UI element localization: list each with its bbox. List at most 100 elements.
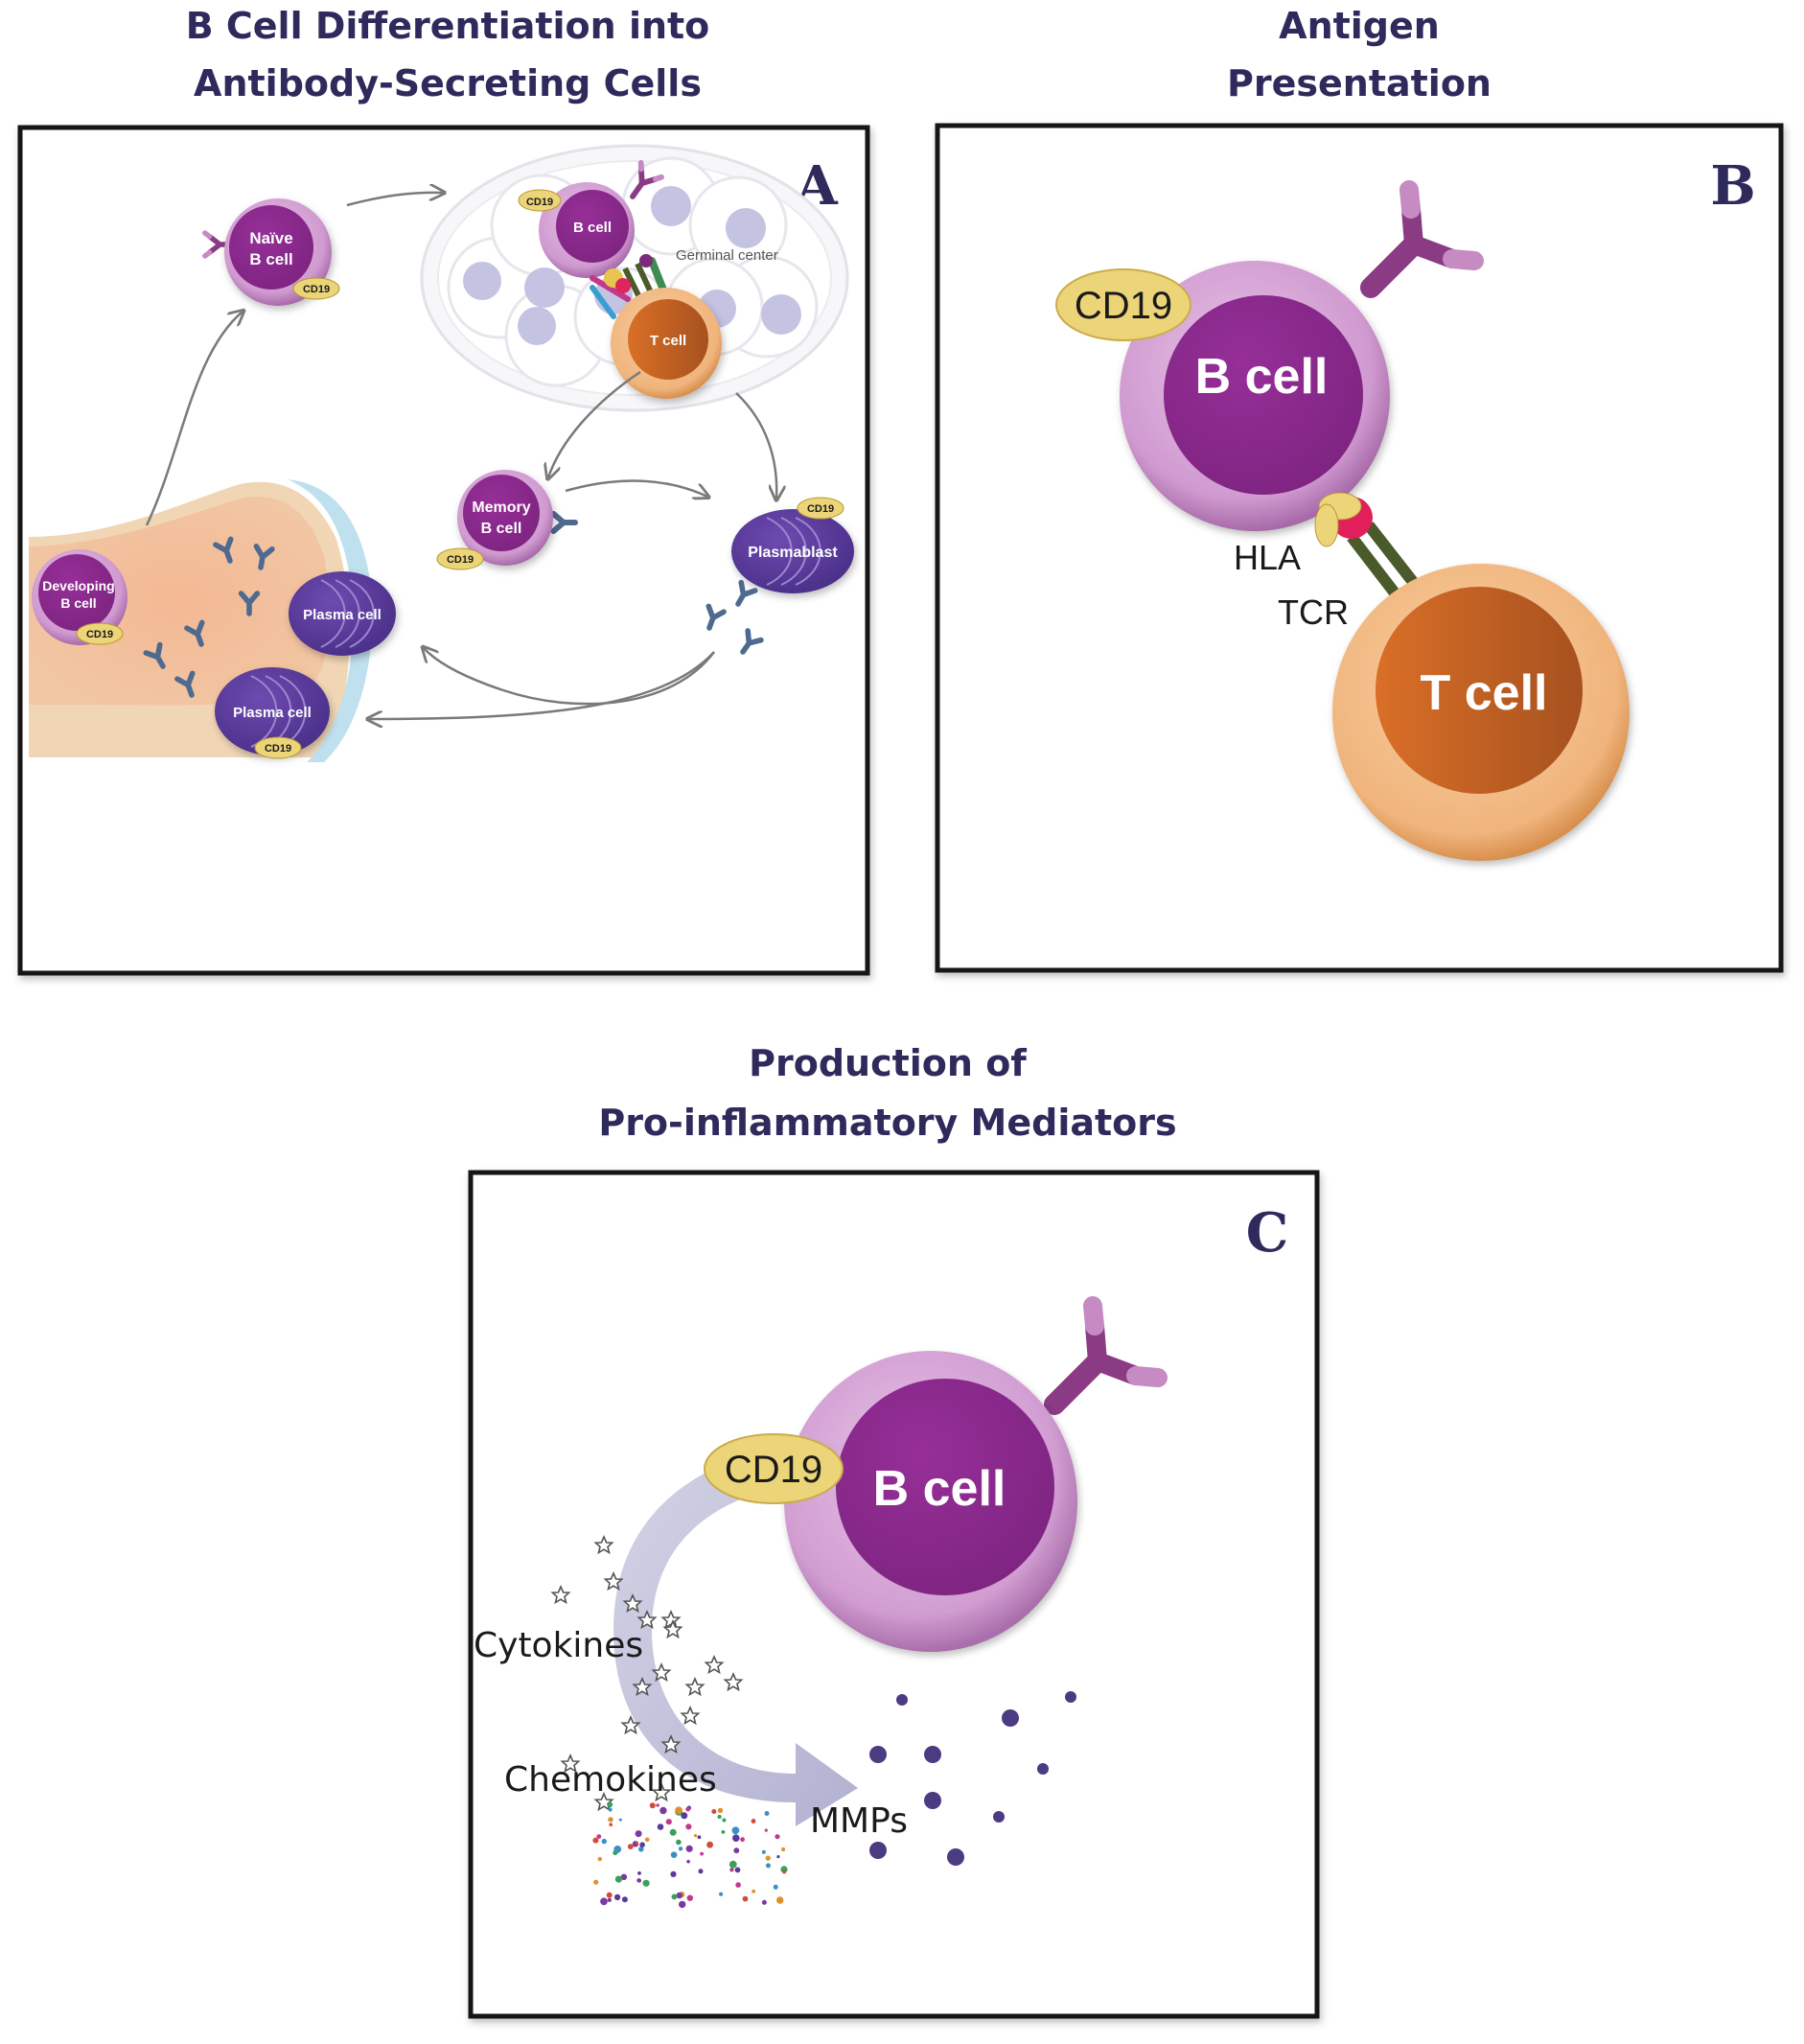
arrow-germinal-to-plasmablast: [735, 392, 776, 499]
panel-b-title-line-1: Antigen: [1279, 5, 1440, 47]
panel-c-b-cell: B cell CD19: [704, 1296, 1168, 1652]
chemokine-particle: [676, 1892, 683, 1899]
chemokine-particle: [719, 1892, 724, 1896]
developing-b-cell-label-line-1: Developing: [42, 578, 114, 593]
chemokine-particle: [732, 1834, 740, 1842]
arrow-developing-to-naive: [145, 312, 243, 526]
mmp-dot: [1037, 1763, 1049, 1775]
chemokine-particle: [620, 1873, 628, 1881]
arrow-plasmablast-to-plasma-cell-2: [369, 651, 715, 719]
chemokine-particle: [607, 1801, 613, 1808]
panel-a-title-line-2: Antibody-Secreting Cells: [194, 62, 702, 105]
chemokine-particle: [766, 1863, 771, 1869]
memory-b-cell-label-line-2: B cell: [481, 521, 522, 537]
differentiation-arrows: [145, 193, 776, 719]
chemokine-particle: [764, 1828, 768, 1832]
panel-c-b-cell-label: B cell: [873, 1461, 1006, 1517]
panel-c-cd19-label: CD19: [725, 1449, 822, 1491]
plasma-cell-2-label: Plasma cell: [233, 705, 312, 721]
mmp-dot: [924, 1746, 941, 1763]
chemokine-particle: [740, 1837, 745, 1843]
panel-b-t-cell: T cell: [1332, 564, 1630, 861]
chemokine-particle: [665, 1819, 672, 1825]
chemokine-particle: [711, 1809, 717, 1814]
mmps-label: MMPs: [810, 1801, 908, 1841]
chemokine-particle: [670, 1870, 677, 1877]
b-cell-antibody-icon: [1044, 1296, 1168, 1415]
mmp-dot: [993, 1811, 1005, 1823]
chemokine-particle: [776, 1855, 780, 1859]
b-cell-antibody-icon: [1360, 180, 1484, 298]
naive-b-cell-label-line-2: B cell: [249, 250, 292, 268]
chemokine-particle: [681, 1812, 688, 1820]
chemokine-particle: [734, 1867, 741, 1873]
chemokine-particle: [669, 1828, 677, 1836]
chemokine-particle: [644, 1837, 650, 1843]
chemokine-particle: [729, 1860, 737, 1869]
panel-b-t-cell-label: T cell: [1421, 665, 1548, 721]
chemokine-particle: [659, 1806, 667, 1815]
chemokine-particle: [606, 1892, 613, 1898]
mmp-dot: [869, 1842, 887, 1859]
chemokine-particle: [670, 1851, 678, 1858]
panel-b-cd19-label: CD19: [1075, 285, 1172, 327]
panel-c-title-line-1: Production of: [749, 1042, 1027, 1084]
chemokine-particle: [761, 1849, 766, 1854]
panel-a-title-line-1: B Cell Differentiation into: [186, 5, 710, 47]
panel-b: B B cell CD19 HLA TCR: [935, 123, 1784, 973]
chemokine-particle: [649, 1802, 656, 1809]
memory-b-cell: Memory B cell CD19: [436, 470, 575, 570]
panel-c-title-line-2: Pro-inflammatory Mediators: [598, 1102, 1176, 1144]
mmp-dot: [1002, 1709, 1019, 1727]
chemokine-particle: [717, 1814, 722, 1820]
chemokine-particle: [700, 1851, 704, 1856]
mmp-dot: [924, 1792, 941, 1809]
chemokine-particle: [781, 1847, 786, 1852]
cytokines-label: Cytokines: [474, 1626, 643, 1665]
naive-b-cell: Naïve B cell CD19: [205, 198, 340, 306]
chemokine-particle: [613, 1893, 621, 1901]
chemokine-particle: [717, 1807, 724, 1814]
plasmablast-label: Plasmablast: [748, 545, 838, 561]
plasma-cell-2-cd19: CD19: [265, 743, 291, 755]
panel-c-letter: C: [1246, 1201, 1289, 1265]
chemokine-particle: [764, 1811, 770, 1816]
chemokine-particle: [751, 1819, 756, 1823]
chemokine-particle: [686, 1894, 693, 1901]
arrow-naive-to-germinal-center: [346, 193, 443, 207]
chemokine-particle: [618, 1818, 622, 1822]
chemokine-particle: [675, 1806, 682, 1815]
chemokine-particle: [627, 1844, 634, 1849]
germinal-t-cell-label: T cell: [650, 333, 686, 349]
mmp-dot: [1065, 1691, 1076, 1703]
panel-b-b-cell: B cell CD19: [1055, 180, 1484, 531]
hla-label: HLA: [1234, 538, 1301, 577]
chemokine-particle: [742, 1895, 749, 1902]
germinal-center-label: Germinal center: [676, 247, 778, 264]
chemokine-particle: [608, 1817, 613, 1823]
chemokine-particle: [685, 1845, 693, 1852]
mmp-dot: [869, 1746, 887, 1763]
chemokine-particle: [607, 1897, 613, 1902]
developing-b-cell-label-line-2: B cell: [60, 595, 96, 611]
germinal-t-cell: T cell: [611, 288, 722, 399]
chemokine-particle: [593, 1879, 599, 1885]
chemokine-particle: [621, 1896, 628, 1903]
chemokine-particle: [721, 1830, 726, 1834]
chemokine-particles: [592, 1801, 788, 1909]
chemokine-particle: [731, 1826, 740, 1835]
chemokine-particle: [685, 1823, 692, 1830]
chemokine-particle: [613, 1850, 618, 1856]
chemokine-particle: [614, 1875, 623, 1883]
mmp-dot: [947, 1848, 964, 1866]
chemokine-particle: [639, 1842, 645, 1847]
memory-b-cell-cd19: CD19: [447, 554, 474, 566]
chemokine-particle: [698, 1869, 704, 1874]
chemokine-particle: [775, 1834, 780, 1840]
chemokine-particle: [609, 1823, 613, 1826]
tcr-label: TCR: [1278, 592, 1349, 632]
arrow-plasmablast-to-plasma-cell-1: [424, 648, 715, 706]
mmp-dot: [896, 1694, 908, 1706]
naive-b-cell-cd19: CD19: [303, 284, 330, 295]
plasma-cell-1-label: Plasma cell: [303, 607, 382, 623]
